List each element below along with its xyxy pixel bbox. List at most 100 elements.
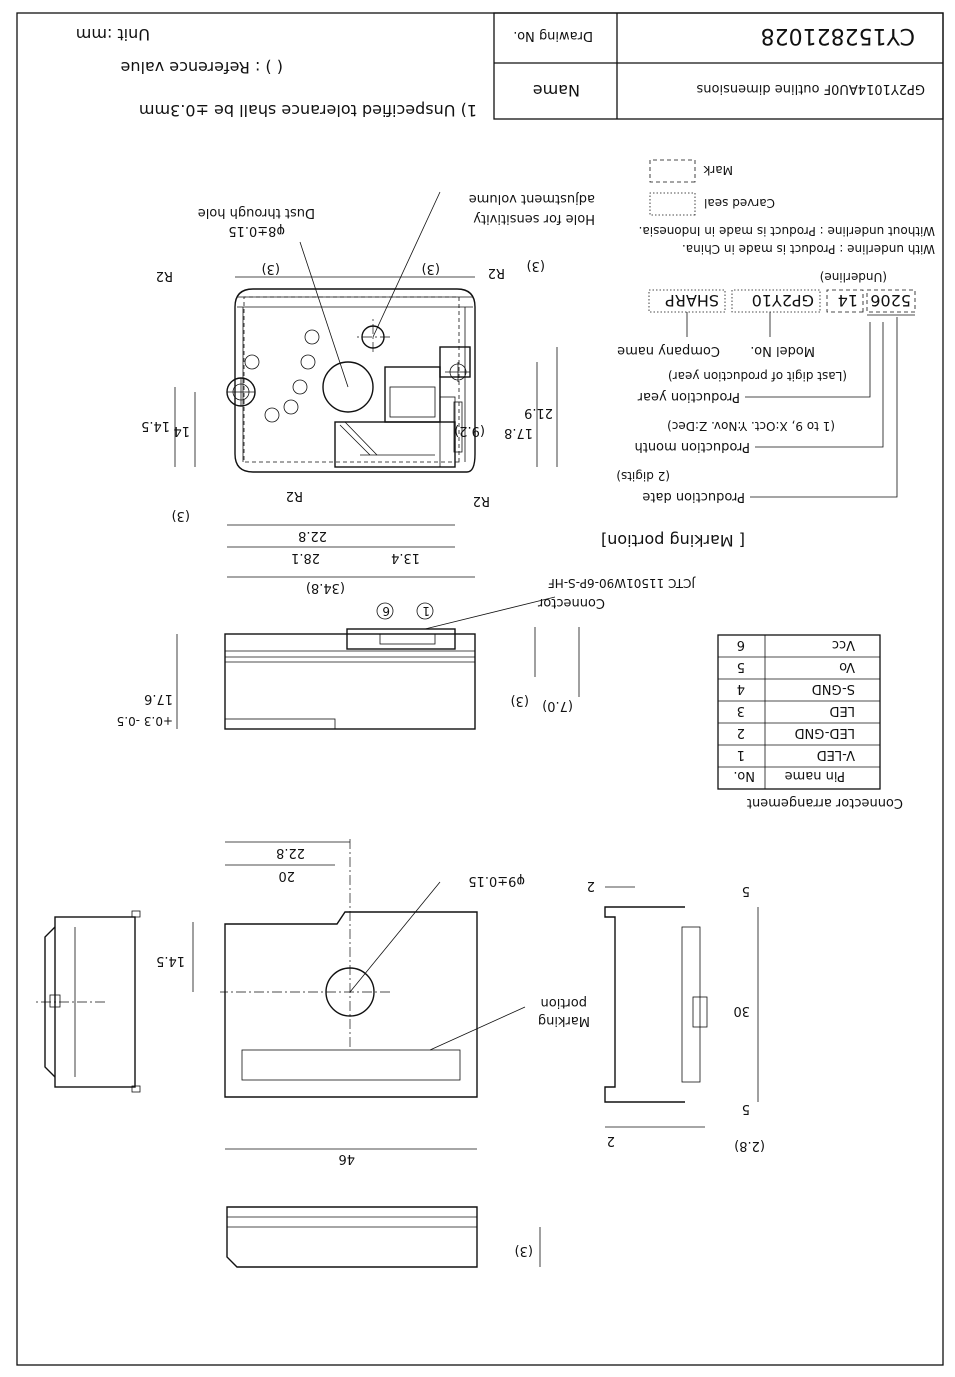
part-name: GP2Y1014AU0F outline dimensions (696, 81, 925, 96)
top-dim-14: 14 (173, 423, 190, 438)
sens-hole-label-1: Hole for sensitivity (473, 211, 595, 226)
top-r2-a: R2 (156, 268, 173, 283)
production-month-label: Production month (635, 439, 751, 454)
top-dim-3a: (3) (262, 261, 280, 276)
right-dim-5-b: 5 (742, 883, 750, 898)
right-dim-2-b: 2 (587, 878, 595, 893)
dust-hole-dim: φ8±0.15 (228, 223, 285, 238)
table-row-pin: LED (830, 703, 855, 718)
side-dim-3: (3) (511, 693, 529, 708)
production-date-note: (2 digits) (616, 469, 670, 483)
table-row-pin: Vo (839, 659, 855, 674)
pin6-marker: 6 (382, 604, 390, 618)
tolerance-note: 1) Unspecified tolerance shall be ±0.3mm (139, 101, 477, 120)
right-dim-2-a: 2 (607, 1133, 615, 1148)
underline-label: (Underline) (820, 270, 887, 284)
table-row-pin: LED-GND (795, 725, 855, 740)
date-box-text: 5206 (870, 291, 911, 310)
top-r2-d: R2 (473, 493, 490, 508)
pin1-marker: 1 (422, 604, 430, 618)
bottom-dim-22-8: 22.8 (276, 845, 305, 860)
right-view: 2 2 30 5 5 (2.8) (587, 878, 765, 1153)
top-dim-21-9: 21.9 (524, 405, 553, 420)
year-month-box-text: 14 (838, 291, 858, 310)
top-dim-13-4: 13.4 (391, 550, 420, 565)
top-dim-17-8: 17.8 (504, 425, 533, 440)
dust-hole (322, 361, 374, 413)
bottom-view: 22.8 20 14.5 φ9±0.15 Marking portion 46 (156, 837, 590, 1166)
marking-portion-title: [ Marking portion] (601, 531, 745, 550)
side-dim-17-6: 17.6 (144, 691, 173, 706)
side-dim-7: (7.0) (542, 698, 573, 713)
carved-seal-symbol (649, 192, 696, 216)
top-dim-9-2: (9.2) (454, 423, 485, 438)
name-label: Name (533, 81, 580, 100)
table-header-pin: Pin name (785, 768, 845, 783)
bottom-dim-14-5: 14.5 (156, 953, 185, 968)
top-dim-14-5: 14.5 (141, 418, 170, 433)
top-dim-34-8: (34.8) (306, 580, 345, 595)
end-profile (35, 910, 141, 1093)
title-block: Drawing No. CY152821028 Name GP2Y1014AU0… (493, 12, 944, 120)
production-month-note: (1 to 9, X:Oct. Y:Nov. Z:Dec) (667, 419, 835, 433)
sheet-border (16, 12, 944, 1366)
side-dim-tol: +0.3 -0.5 (117, 714, 173, 728)
top-dim-3c: (3) (527, 258, 545, 273)
top-r2-c: R2 (286, 488, 303, 503)
company-name-label: Company name (617, 343, 720, 358)
date-box (866, 289, 916, 313)
front-dim-3: (3) (515, 1243, 533, 1258)
table-row-no: 3 (737, 703, 745, 718)
right-dim-2-8: (2.8) (734, 1138, 765, 1153)
connector-label: Connector (537, 595, 605, 610)
notes: Unit :mm ( ) : Reference value 1) Unspec… (76, 25, 477, 120)
bottom-hole-dim: φ9±0.15 (468, 873, 525, 888)
marking-portion-area (241, 1049, 461, 1081)
connector-table: No. Pin name 1 V-LED 2 LED-GND 3 LED 4 S… (717, 634, 903, 810)
production-year-label: Production year (637, 389, 740, 404)
model-box-text: GP2Y10 (752, 291, 814, 310)
sens-hole-label-2: adjustment volume (469, 191, 595, 206)
legend-indonesia: Without underline : Product is made in I… (639, 224, 935, 238)
unit-note: Unit :mm (76, 25, 150, 44)
model-box (731, 289, 821, 313)
mark-symbol (649, 159, 696, 183)
legend-china: With underline : Product is made in Chin… (682, 242, 935, 256)
top-dim-22-8: 22.8 (298, 528, 327, 543)
connector-table-title: Connector arrangement (747, 795, 903, 810)
right-dim-5-a: 5 (742, 1101, 750, 1116)
table-row-pin: Vcc (832, 637, 855, 652)
production-year-note: (Last digit of production year) (668, 369, 847, 383)
top-view: Dust through hole φ8±0.15 Hole for sensi… (141, 191, 595, 595)
table-row-no: 1 (737, 747, 745, 762)
company-box-text: SHARP (665, 291, 719, 310)
model-no-label: Model No. (750, 343, 815, 358)
connector-part: JCTC 11501W90-6P-S-HF (548, 576, 696, 590)
top-dim-3b: (3) (422, 261, 440, 276)
table-row-no: 2 (737, 725, 745, 740)
right-dim-30: 30 (733, 1003, 750, 1018)
table-row-pin: V-LED (817, 747, 855, 762)
legend: Mark Carved seal Without underline : Pro… (639, 159, 935, 284)
connector (346, 628, 456, 650)
table-row-no: 5 (737, 659, 745, 674)
marking-label-1: Marking (538, 1013, 590, 1028)
bottom-dim-20: 20 (278, 868, 295, 883)
front-view: (3) (226, 1206, 541, 1268)
drawing-no: CY152821028 (761, 23, 915, 48)
top-dim-3d: (3) (172, 508, 190, 523)
legend-carved-seal: Carved seal (704, 196, 775, 210)
table-row-pin: S-GND (812, 681, 855, 696)
production-date-label: Production date (642, 489, 745, 504)
dust-hole-label: Dust through hole (198, 205, 315, 220)
marking-label-2: portion (541, 995, 587, 1010)
year-month-box (826, 289, 864, 313)
reference-note: ( ) : Reference value (121, 58, 284, 77)
bottom-dim-46: 46 (338, 1151, 355, 1166)
table-row-no: 6 (737, 637, 745, 652)
top-dim-28-1: 28.1 (291, 550, 320, 565)
table-header-no: No. (733, 768, 755, 783)
